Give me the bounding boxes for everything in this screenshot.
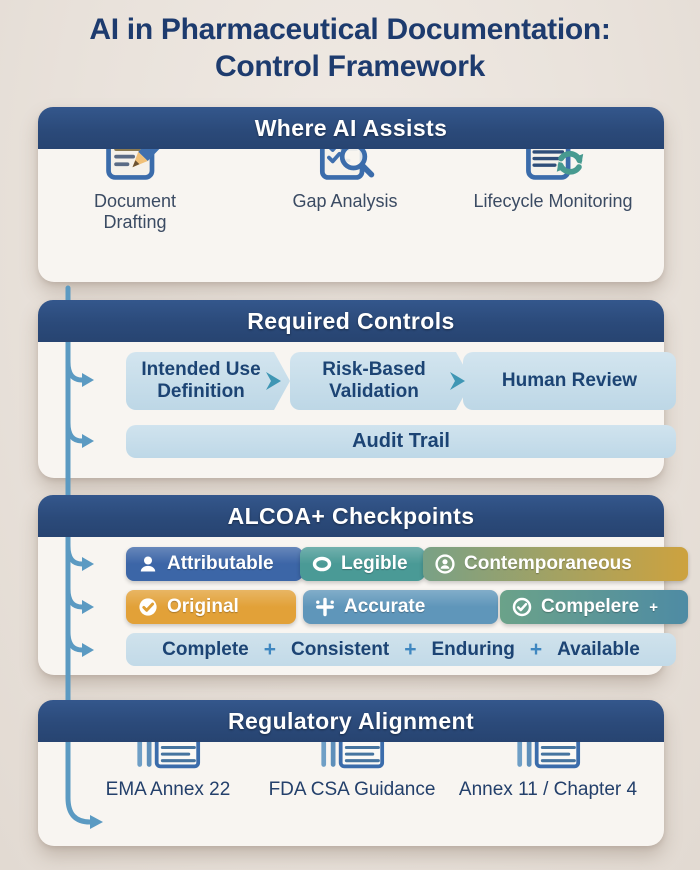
- item-label: Document Drafting: [93, 191, 177, 232]
- badge-suffix: +: [649, 598, 658, 616]
- alcoa-word: Available: [557, 638, 640, 660]
- badge-label: Attributable: [167, 553, 274, 574]
- arrow-right-icon: [444, 368, 470, 399]
- step-intended-use: Intended Use Definition: [126, 352, 290, 410]
- step-label: Risk-Based Validation: [322, 359, 426, 402]
- eye-icon: [312, 554, 332, 574]
- person-circle-icon: [435, 554, 455, 574]
- alcoa-word: Enduring: [431, 638, 515, 660]
- section-header: ALCOA+ Checkpoints: [38, 495, 664, 537]
- section-where-ai-assists: Where AI Assists Document Drafting: [38, 107, 664, 282]
- badge-label: Original: [167, 596, 239, 617]
- alcoa-bottom-bar: Complete + Consistent + Enduring + Avail…: [126, 633, 676, 666]
- section-regulatory-alignment: Regulatory Alignment EMA Annex 22: [38, 700, 664, 846]
- alcoa-word: Complete: [162, 638, 249, 660]
- step-label: Intended Use Definition: [141, 359, 261, 402]
- item-label: Annex 11 / Chapter 4: [458, 779, 638, 800]
- plus-separator: +: [404, 637, 417, 661]
- badge-compelere-plus: Compelere +: [500, 590, 688, 624]
- section-header: Where AI Assists: [38, 107, 664, 149]
- badge-accurate: Accurate: [303, 590, 498, 624]
- badge-label: Legible: [341, 553, 408, 574]
- badge-contemporaneous: Contemporaneous: [423, 547, 688, 581]
- section-header: Regulatory Alignment: [38, 700, 664, 742]
- crosshair-plus-icon: [315, 597, 335, 617]
- alcoa-word: Consistent: [291, 638, 390, 660]
- badge-legible: Legible: [300, 547, 425, 581]
- audit-trail-label: Audit Trail: [352, 430, 450, 452]
- arrow-right-icon: [260, 368, 286, 399]
- step-risk-based-validation: Risk-Based Validation: [290, 352, 472, 410]
- item-label: Gap Analysis: [292, 191, 398, 211]
- badge-label: Accurate: [344, 596, 426, 617]
- badge-original: Original: [126, 590, 296, 624]
- check-circle-outline-icon: [512, 597, 532, 617]
- page-title: AI in Pharmaceutical Documentation: Cont…: [0, 12, 700, 85]
- item-label: EMA Annex 22: [105, 779, 231, 800]
- step-label: Human Review: [501, 370, 638, 392]
- badge-label: Compelere: [541, 596, 640, 617]
- badge-attributable: Attributable: [126, 547, 303, 581]
- page-title-line2: Control Framework: [215, 49, 485, 83]
- plus-separator: +: [529, 637, 543, 661]
- check-circle-solid-icon: [138, 597, 158, 617]
- item-label: Lifecycle Monitoring: [473, 191, 633, 211]
- audit-trail-bar: Audit Trail: [126, 425, 676, 458]
- step-human-review: Human Review: [463, 352, 676, 410]
- badge-label: Contemporaneous: [464, 553, 632, 574]
- item-label: FDA CSA Guidance: [268, 779, 436, 800]
- plus-separator: +: [263, 637, 276, 661]
- page-title-line1: AI in Pharmaceutical Documentation:: [89, 13, 611, 46]
- section-header: Required Controls: [38, 300, 664, 342]
- person-icon: [138, 554, 158, 574]
- section-required-controls: Required Controls Intended Use Definitio…: [38, 300, 676, 478]
- section-alcoa-checkpoints: ALCOA+ Checkpoints Attributable Legible …: [38, 495, 688, 675]
